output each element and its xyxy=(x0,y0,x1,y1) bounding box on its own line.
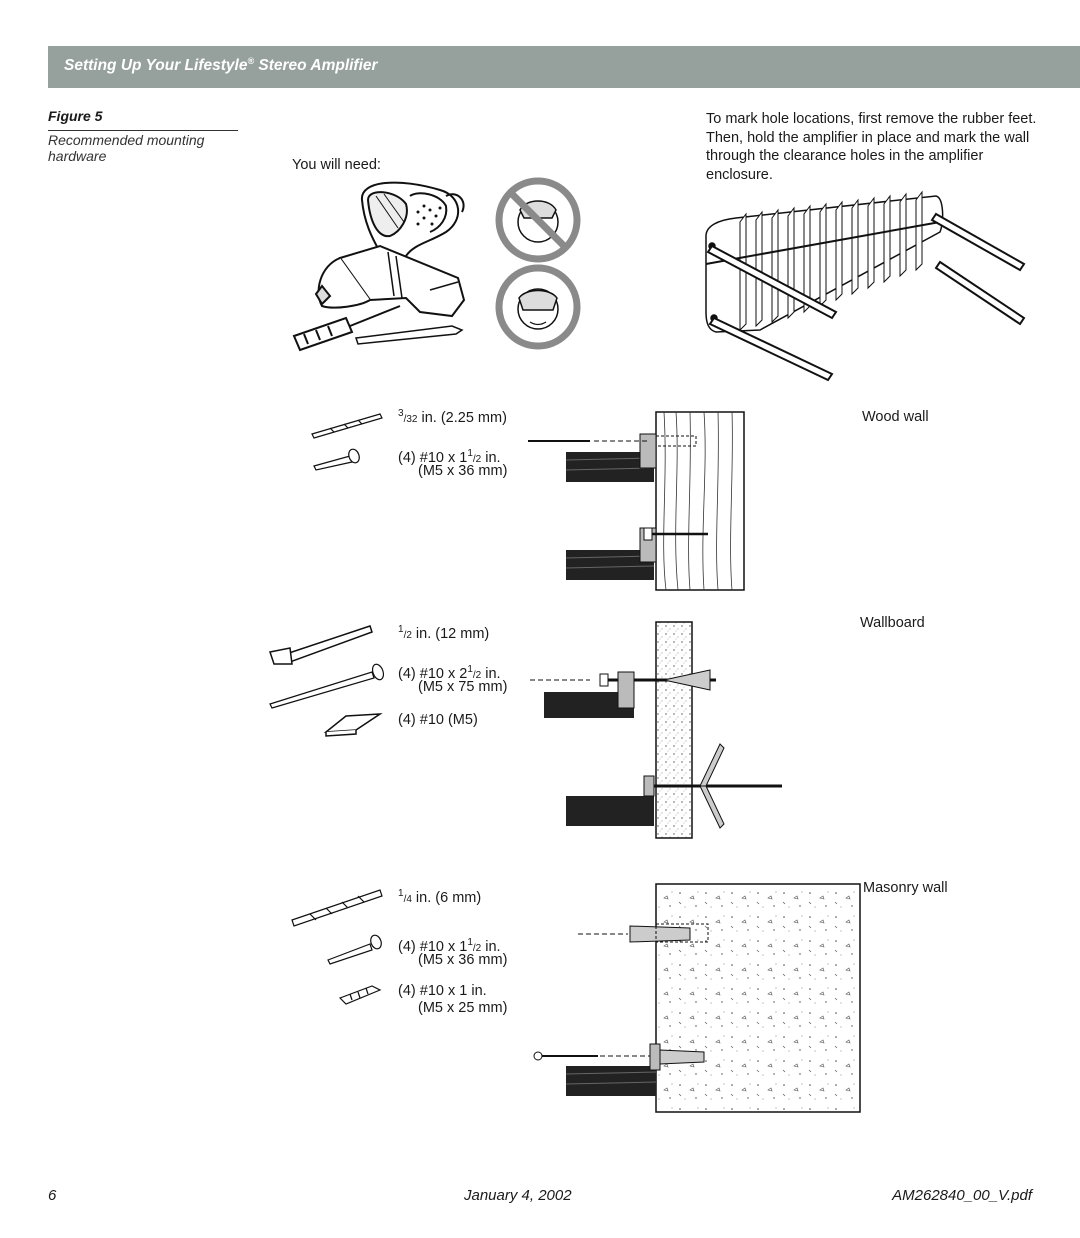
section-title: Setting Up Your Lifestyle® Stereo Amplif… xyxy=(64,56,378,75)
figure-caption: Recommended mounting hardware xyxy=(48,132,205,164)
wood-screw-metric: (M5 x 36 mm) xyxy=(418,463,508,479)
wallboard-screw-metric: (M5 x 75 mm) xyxy=(418,679,508,695)
masonry-wall-section xyxy=(533,883,861,1113)
long-screw-icon xyxy=(269,663,385,709)
pencil-icon xyxy=(354,325,464,345)
plastic-anchor-icon xyxy=(338,985,382,1005)
masonry-wall-label: Masonry wall xyxy=(863,880,948,896)
wallboard-section xyxy=(530,621,782,839)
masonry-bit-icon xyxy=(291,889,383,927)
safety-goggles-icon xyxy=(360,181,465,262)
masonry-drill-size: 1/4 in. (6 mm) xyxy=(398,888,482,906)
wallboard-anchor-spec: (4) #10 (M5) xyxy=(398,712,478,728)
spade-bit-icon xyxy=(269,625,373,665)
figure-label: Figure 5 xyxy=(48,108,103,124)
wear-goggles-icon xyxy=(495,264,581,350)
toggle-anchor-icon xyxy=(323,713,383,737)
section-banner: Setting Up Your Lifestyle® Stereo Amplif… xyxy=(48,46,1080,88)
wallboard-label: Wallboard xyxy=(860,615,925,631)
masonry-anchor-spec: (4) #10 x 1 in. xyxy=(398,983,487,999)
figure-divider xyxy=(48,130,238,131)
power-drill-icon xyxy=(314,244,466,318)
wood-wall-label: Wood wall xyxy=(862,409,929,425)
no-goggles-prohibited-icon xyxy=(495,177,581,263)
masonry-screw-icon xyxy=(327,934,382,965)
wallboard-drill-size: 1/2 in. (12 mm) xyxy=(398,624,490,642)
masonry-screw-metric: (M5 x 36 mm) xyxy=(418,952,508,968)
wood-drill-size: 3/32 in. (2.25 mm) xyxy=(398,408,507,426)
masonry-screw-spec: (4) #10 x 11/2 in. xyxy=(398,937,501,955)
instruction-paragraph: To mark hole locations, first remove the… xyxy=(706,111,1037,183)
amplifier-icon xyxy=(705,190,1026,382)
masonry-anchor-metric: (M5 x 25 mm) xyxy=(418,1000,508,1016)
page-number: 6 xyxy=(48,1187,57,1204)
drill-bit-small-icon xyxy=(311,413,383,439)
wood-screw-spec: (4) #10 x 11/2 in. xyxy=(398,448,501,466)
you-will-need-label: You will need: xyxy=(292,157,381,173)
screwdriver-icon xyxy=(292,305,401,352)
wallboard-screw-spec: (4) #10 x 21/2 in. xyxy=(398,664,501,682)
footer-filename: AM262840_00_V.pdf xyxy=(892,1187,1032,1204)
wood-wall-section xyxy=(528,411,745,591)
wood-screw-icon xyxy=(313,448,360,471)
footer-date: January 4, 2002 xyxy=(464,1187,572,1204)
